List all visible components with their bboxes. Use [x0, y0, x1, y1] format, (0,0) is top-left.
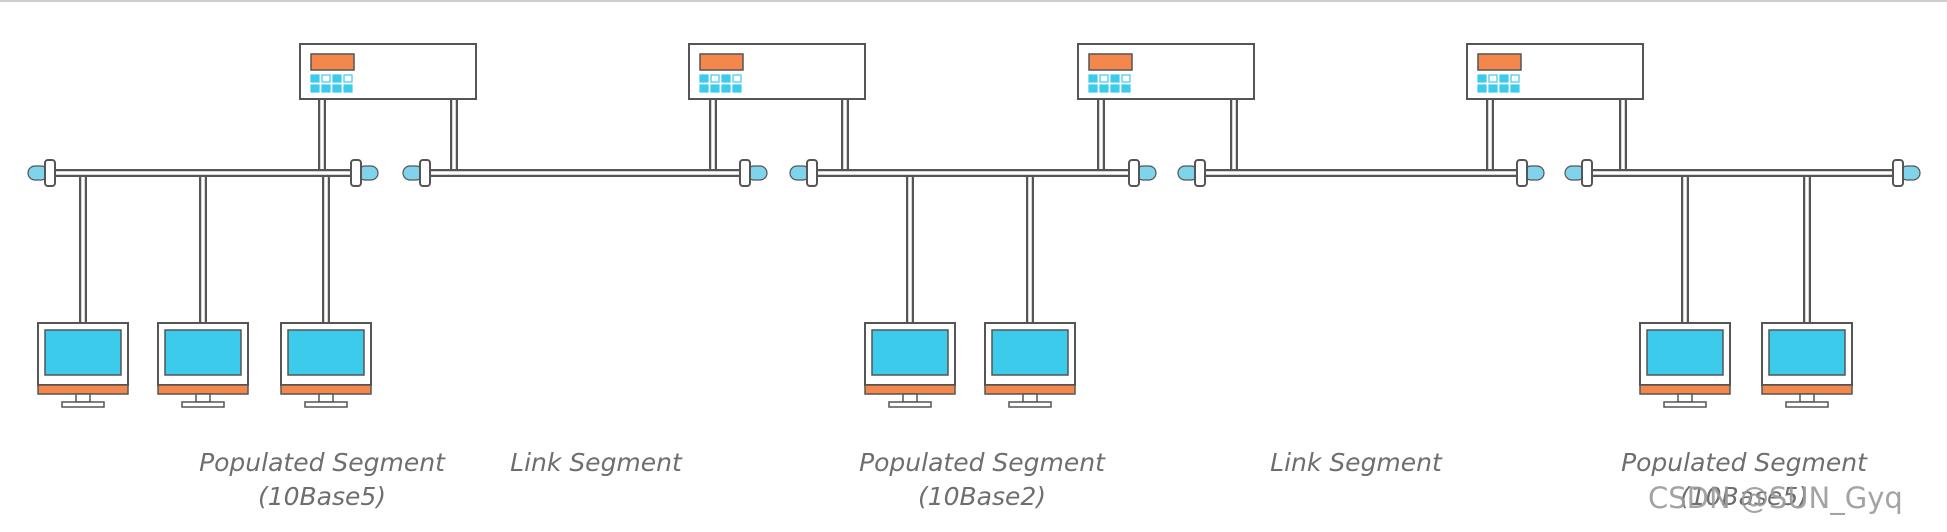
segment-label-3: Populated Segment (10Base2): [812, 446, 1152, 514]
repeater-3-icon: [1077, 43, 1255, 100]
segment-1-terminator-right-icon: [350, 159, 379, 187]
segment-label-2: Link Segment: [426, 446, 766, 480]
segment-5-computer-1-icon: [1639, 322, 1731, 408]
segment-3-terminator-right-icon: [1128, 159, 1157, 187]
repeater-1-icon: [299, 43, 477, 100]
segment-4-terminator-left-icon: [1177, 159, 1206, 187]
segment-label-5: Populated Segment (10Base5): [1574, 446, 1914, 514]
segment-1-computer-3-icon: [280, 322, 372, 408]
segment-label-4: Link Segment: [1186, 446, 1526, 480]
segment-4-terminator-right-icon: [1516, 159, 1545, 187]
cables-layer: [50, 99, 1898, 323]
segment-label-1: Populated Segment (10Base5): [152, 446, 492, 514]
segment-3-computer-1-icon: [864, 322, 956, 408]
segment-1-terminator-left-icon: [27, 159, 56, 187]
segment-3-computer-2-icon: [984, 322, 1076, 408]
segment-5-computer-2-icon: [1761, 322, 1853, 408]
segment-3-title: Populated Segment: [859, 448, 1105, 477]
segment-1-computer-1-icon: [37, 322, 129, 408]
devices-layer: [27, 43, 1921, 408]
segment-2-title: Link Segment: [510, 448, 682, 477]
segment-3-terminator-left-icon: [789, 159, 818, 187]
segment-1-title: Populated Segment: [199, 448, 445, 477]
segment-4-title: Link Segment: [1270, 448, 1442, 477]
segment-5-terminator-right-icon: [1892, 159, 1921, 187]
segment-5-terminator-left-icon: [1564, 159, 1593, 187]
segment-2-terminator-right-icon: [739, 159, 768, 187]
repeater-4-icon: [1466, 43, 1644, 100]
segment-5-title: Populated Segment: [1621, 448, 1867, 477]
watermark: CSDN @SUN_Gyq: [1648, 481, 1903, 515]
repeater-2-icon: [688, 43, 866, 100]
segment-1-computer-2-icon: [157, 322, 249, 408]
segment-1-subtitle: (10Base5): [257, 482, 387, 511]
segment-2-terminator-left-icon: [402, 159, 431, 187]
segment-5-subtitle: (10Base5): [1679, 482, 1809, 511]
segment-3-subtitle: (10Base2): [917, 482, 1047, 511]
